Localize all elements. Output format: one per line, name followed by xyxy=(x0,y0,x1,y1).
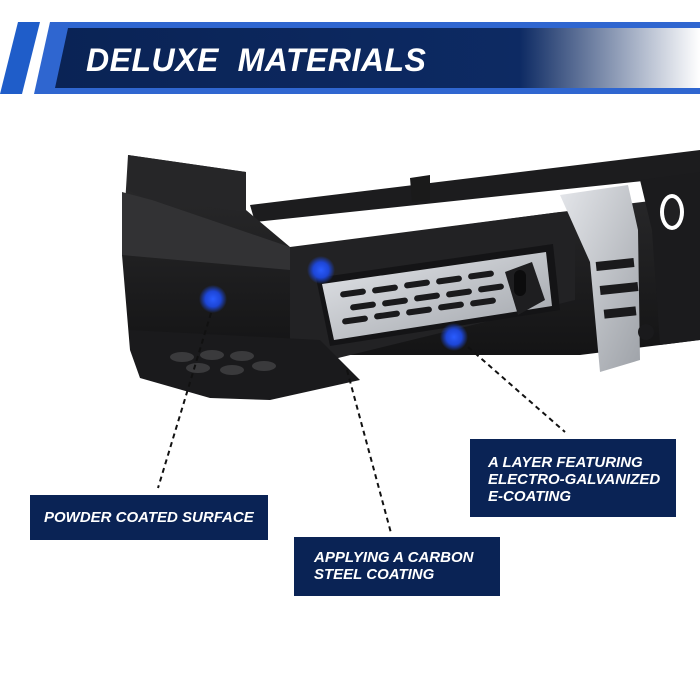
silver-bracket xyxy=(560,185,640,372)
bumper-top-rail xyxy=(250,150,700,222)
callout-layer-line1: A LAYER FEATURING xyxy=(488,454,643,471)
callout-carbon-steel: APPLYING A CARBON STEEL COATING xyxy=(294,537,500,596)
callout-e-coating: A LAYER FEATURING ELECTRO-GALVANIZED E-C… xyxy=(470,439,676,517)
header-banner: DELUXE MATERIALS xyxy=(0,22,700,98)
header-banner-graphic xyxy=(0,22,700,94)
callout-powder-line1: POWDER COATED SURFACE xyxy=(44,509,254,526)
page-title: DELUXE MATERIALS xyxy=(86,42,427,78)
callout-powder-coated: POWDER COATED SURFACE xyxy=(30,495,268,540)
callout-layer-line2: ELECTRO-GALVANIZED xyxy=(488,471,661,488)
powder-coat-marker xyxy=(199,285,227,313)
callout-carbon-line1: APPLYING A CARBON xyxy=(314,549,474,566)
callout-layer-line3: E-COATING xyxy=(488,488,572,505)
callout-carbon-line2: STEEL COATING xyxy=(314,566,435,583)
carbon-steel-marker xyxy=(307,256,335,284)
layer-leader-line xyxy=(467,346,566,433)
carbon-leader-line xyxy=(346,369,392,534)
e-coating-marker xyxy=(440,323,468,351)
powder-leader-line xyxy=(157,312,212,489)
